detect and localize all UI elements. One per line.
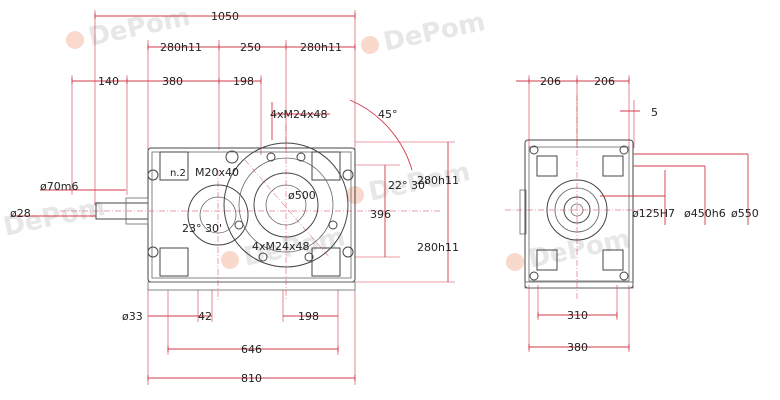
dim-810: 810 [241,372,262,385]
side-dim-5: 5 [651,106,658,119]
dim-380: 380 [162,75,183,88]
thread-top-label: 4xM24x48 [270,108,328,121]
side-o125-label: ø125H7 [632,207,675,220]
dim-140: 140 [98,75,119,88]
side-dim-310: 310 [567,309,588,322]
angle-23-label: 23° 30' [182,222,222,235]
dim-280-top-left: 280h11 [160,41,202,54]
side-o550-label: ø550 [731,207,759,220]
front-view: 1050 280h11 250 280h11 140 380 198 4xM24… [10,10,459,385]
shaft-o70-label: ø70m6 [40,180,78,193]
dim-396: 396 [370,208,391,221]
side-dim-206-left: 206 [540,75,561,88]
dimension-ticks [71,13,630,381]
dim-280-right-bottom: 280h11 [417,241,459,254]
side-dim-206-right: 206 [594,75,615,88]
dim-1050: 1050 [211,10,239,23]
thread-left-label: M20x40 [195,166,239,179]
dim-250: 250 [240,41,261,54]
side-o450-label: ø450h6 [684,207,726,220]
dim-646: 646 [241,343,262,356]
side-dim-380: 380 [567,341,588,354]
angle-22-label: 22° 30' [388,179,428,192]
dim-o33: ø33 [122,310,143,323]
dim-198-bottom: 198 [298,310,319,323]
thread-bottom-label: 4xM24x48 [252,240,310,253]
bore-o500-label: ø500 [288,189,316,202]
dim-280-top-right: 280h11 [300,41,342,54]
dim-42: 42 [198,310,212,323]
dim-280-right-top: 280h11 [417,174,459,187]
shaft-o28-label: ø28 [10,207,31,220]
side-view: 206 206 5 ø125H7 ø450h6 ø [505,75,759,354]
n2-label: n.2 [170,168,186,179]
dim-198-top: 198 [233,75,254,88]
angle-45-label: 45° [378,108,398,121]
watermark-text: DePom [381,7,488,58]
